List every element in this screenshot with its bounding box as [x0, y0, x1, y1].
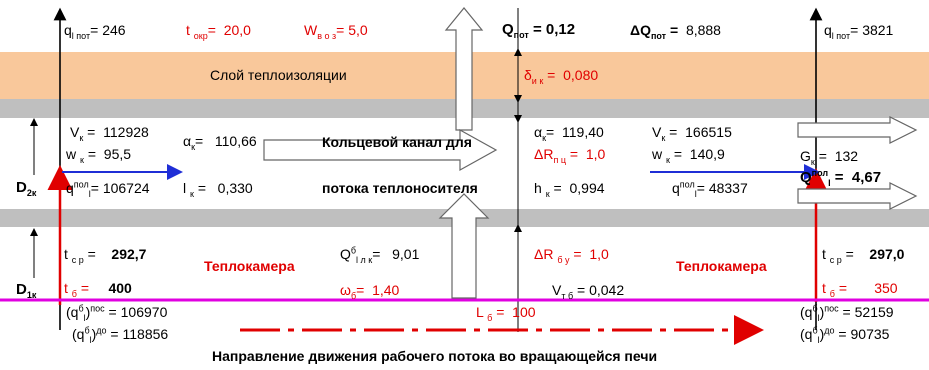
q-pol-right: qполl= 48337 [672, 179, 748, 199]
h-k: h к = 0,994 [534, 180, 605, 199]
q-pos-left: (qбl)пос = 106970 [66, 303, 168, 323]
d1k-label: D1к [16, 281, 37, 300]
q-do-right: (qбl)до = 90735 [800, 325, 890, 345]
w-voz-label: Wв о з= 5,0 [304, 22, 368, 41]
q-right-label: ql пот= 3821 [824, 22, 894, 41]
dr-pc: ΔRп ц = 1,0 [534, 146, 606, 165]
v-k-right: Vк = 166515 [652, 124, 732, 143]
v-tb: Vт б = 0,042 [552, 282, 625, 301]
alpha-right: αк= 119,40 [534, 124, 604, 143]
channel-title-2: потока теплоносителя [322, 180, 478, 196]
dr-by: ΔR б у = 1,0 [534, 246, 609, 265]
direction-caption: Направление движения рабочего потока во … [212, 348, 658, 364]
l-k: l к = 0,330 [183, 180, 253, 199]
v-k-left: Vк = 112928 [70, 124, 149, 143]
q-do-left: (qбl)до = 118856 [72, 325, 169, 345]
omega-b: ωб= 1,40 [340, 282, 400, 301]
q-pol-left: qполl= 106724 [66, 179, 150, 199]
t-b-left: t б = 400 [64, 280, 132, 299]
upward-flow-arrow [438, 193, 490, 299]
g-k: Gк = 132 [800, 148, 859, 167]
channel-flow-arrow [263, 128, 498, 172]
w-k-right: w к = 140,9 [652, 146, 725, 165]
t-okr-label: t окр= 20,0 [186, 22, 251, 41]
t-b-right: t б = 350 [822, 280, 898, 299]
q-pol-total: Qполl = 4,67 [800, 168, 882, 188]
upward-heat-arrow [444, 7, 484, 131]
d2k-label: D2к [16, 179, 37, 198]
q-left-label: ql пот= 246 [64, 22, 126, 41]
insulation-title: Слой теплоизоляции [210, 67, 347, 83]
t-cp-left: t с р = 292,7 [64, 246, 147, 265]
l-b: L б = 100 [476, 304, 536, 323]
q-pos-right: (qбl)пос = 52159 [800, 303, 894, 323]
t-cp-right: t с р = 297,0 [822, 246, 905, 265]
dq-pot-label: ΔQпот = 8,888 [630, 22, 721, 41]
insulation-thickness: δи к = 0,080 [524, 67, 599, 86]
chamber-label-left: Теплокамера [204, 258, 295, 274]
channel-title-1: Кольцевой канал для [322, 134, 472, 150]
alpha-left: αк= 110,66 [183, 133, 257, 152]
right-upper-arrow [797, 116, 918, 144]
right-lower-arrow [797, 182, 918, 210]
q-lk: Qбl л к= 9,01 [340, 245, 420, 265]
chamber-label-right: Теплокамера [676, 258, 767, 274]
w-k-left: w к = 95,5 [66, 146, 132, 165]
q-pot-label: Qпот = 0,12 [502, 21, 576, 40]
